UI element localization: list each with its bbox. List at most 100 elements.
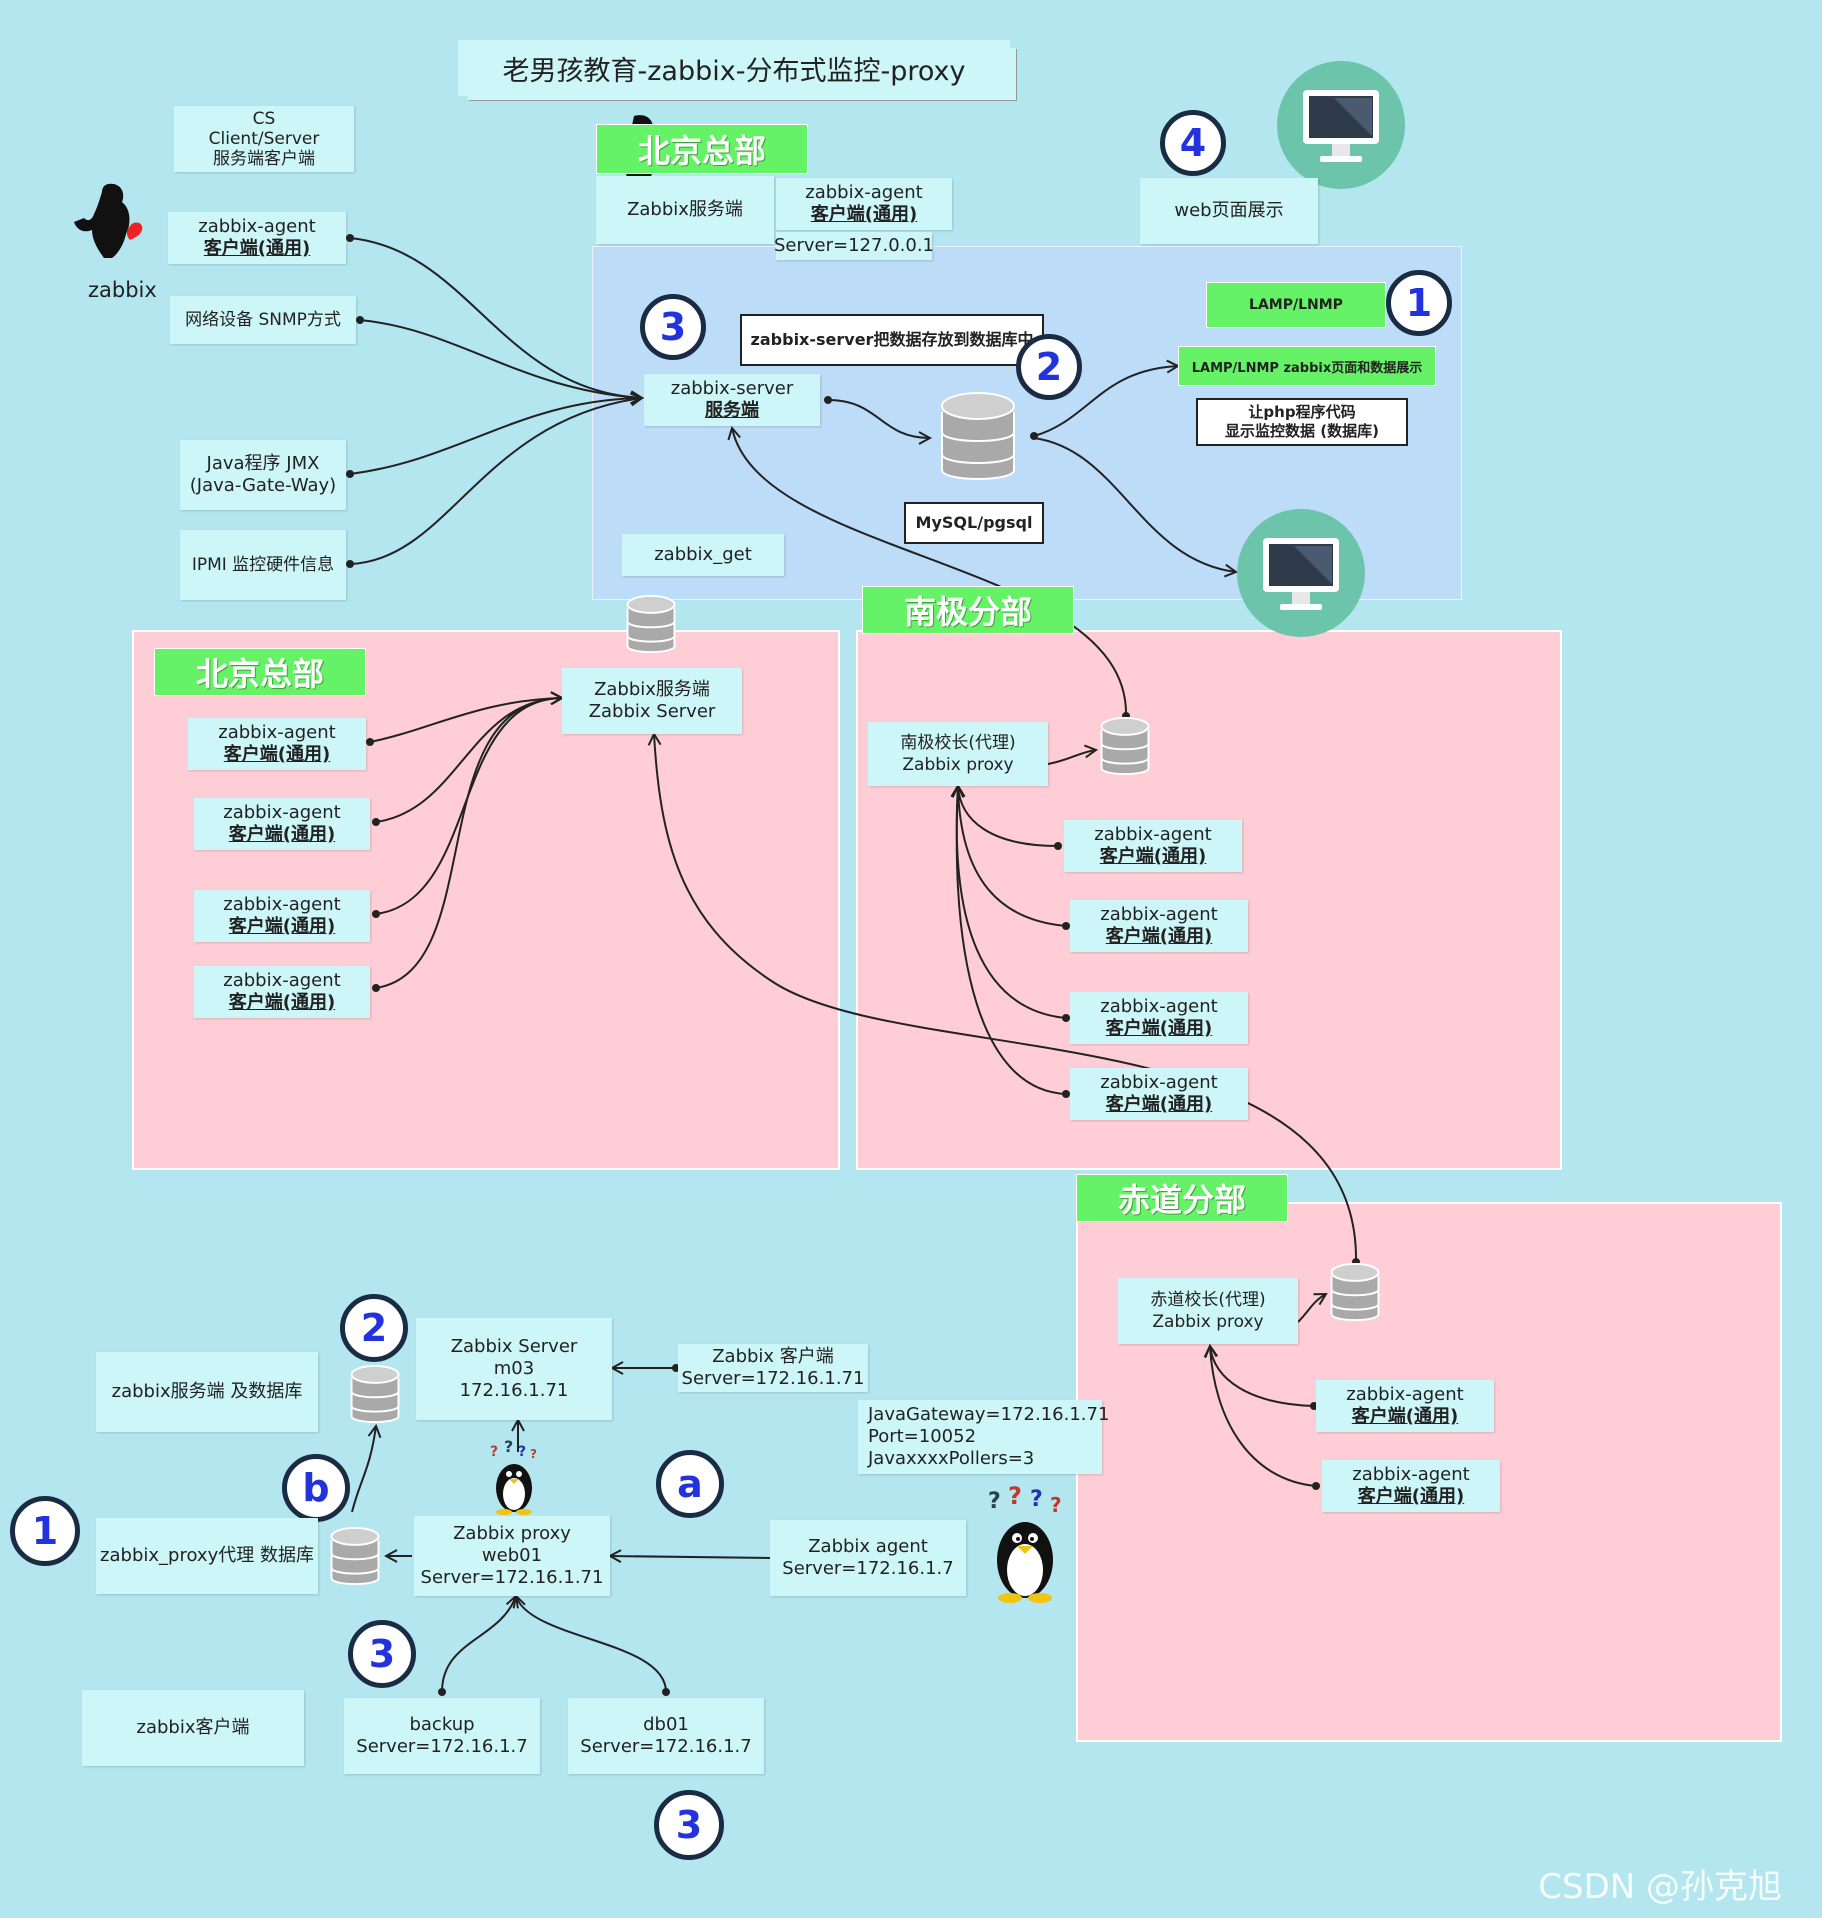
mysql-label: MySQL/pgsql	[915, 513, 1033, 532]
proxy-db-text: zabbix_proxy代理 数据库	[100, 1545, 314, 1566]
chidao-agent-2-line-2: 客户端(通用)	[1357, 1486, 1465, 1507]
nanji-agent-4-line-2: 客户端(通用)	[1105, 1094, 1213, 1115]
java-line-2: Port=10052	[868, 1426, 977, 1447]
svg-text:?: ?	[518, 1444, 526, 1460]
nanji-agent-4-line-1: zabbix-agent	[1100, 1072, 1218, 1093]
chidao-tag: 赤道分部	[1076, 1174, 1288, 1222]
backup-box: backup Server=172.16.1.7	[344, 1698, 540, 1774]
java-gateway-box: JavaGateway=172.16.1.71 Port=10052 Javax…	[858, 1400, 1109, 1474]
bottom-server-db-label: zabbix服务端 及数据库	[96, 1352, 318, 1432]
cs-line-2: Client/Server	[208, 129, 320, 149]
badge-4: 4	[1160, 110, 1226, 176]
nanji-agent-1-line-1: zabbix-agent	[1094, 824, 1212, 845]
svg-text:?: ?	[1008, 1486, 1022, 1510]
bottom-server-box: Zabbix Server m03 172.16.1.71	[416, 1318, 612, 1420]
zabbix-mascot-icon	[74, 183, 143, 258]
zabbix-label: zabbix	[88, 278, 157, 302]
zabbix-server-line-1: zabbix-server	[670, 378, 794, 399]
nanji-agent-1-line-2: 客户端(通用)	[1099, 846, 1207, 867]
client-label-text: zabbix客户端	[136, 1717, 250, 1738]
beijing-db-icon	[626, 594, 676, 654]
bottom-agent-line-2: Server=172.16.1.7	[782, 1558, 954, 1579]
chidao-agent-2: zabbix-agent 客户端(通用)	[1322, 1460, 1500, 1512]
beijing-agent-2-line-2: 客户端(通用)	[228, 824, 336, 845]
bottom-server-db-icon	[350, 1364, 400, 1424]
badge-1-top: 1	[1386, 270, 1452, 336]
bottom-proxy-box: Zabbix proxy web01 Server=172.16.1.71	[414, 1516, 610, 1596]
beijing-agent-3: zabbix-agent 客户端(通用)	[194, 890, 370, 942]
nanji-proxy-line-1: 南极校长(代理)	[900, 733, 1016, 753]
chidao-proxy-line-2: Zabbix proxy	[1152, 1312, 1264, 1332]
badge-1-bottom: 1	[10, 1496, 80, 1566]
badge-1-bottom-label: 1	[31, 1509, 59, 1553]
nanji-agent-2-line-1: zabbix-agent	[1100, 904, 1218, 925]
svg-text:?: ?	[530, 1447, 537, 1461]
jmx-line-2: (Java-Gate-Way)	[189, 475, 337, 496]
svg-text:?: ?	[988, 1489, 1001, 1514]
client-label-box: zabbix客户端	[82, 1690, 304, 1766]
zabbix-get-box: zabbix_get	[622, 534, 784, 576]
badge-3-bottom: 3	[348, 1620, 416, 1688]
bottom-server-line-1: Zabbix Server	[450, 1336, 578, 1357]
beijing-tag: 北京总部	[154, 648, 366, 696]
backup-line-2: Server=172.16.1.7	[356, 1736, 528, 1757]
beijing-agent-4-line-2: 客户端(通用)	[228, 992, 336, 1013]
bottom-proxy-line-1: Zabbix proxy	[453, 1523, 571, 1544]
backup-line-1: backup	[409, 1714, 475, 1735]
badge-3-bottom-label: 3	[368, 1632, 396, 1676]
beijing-agent-2: zabbix-agent 客户端(通用)	[194, 798, 370, 850]
php-note: 让php程序代码 显示监控数据 (数据库)	[1196, 398, 1408, 446]
cs-line-1: CS	[252, 109, 276, 129]
top-agent2-line-2: 客户端(通用)	[810, 204, 918, 225]
badge-3-top-label: 3	[659, 305, 687, 349]
top-agent2-box: zabbix-agent 客户端(通用)	[776, 178, 952, 230]
beijing-agent-3-line-2: 客户端(通用)	[228, 916, 336, 937]
chidao-db-icon	[1330, 1262, 1380, 1322]
svg-text:?: ?	[490, 1444, 498, 1460]
badge-a: a	[656, 1450, 724, 1518]
bottom-client-line-2: Server=172.16.1.71	[681, 1368, 865, 1389]
server-ip-box: Server=127.0.0.1	[774, 232, 934, 260]
jmx-line-1: Java程序 JMX	[206, 453, 320, 474]
lamp2-tag: LAMP/LNMP zabbix页面和数据展示	[1178, 346, 1436, 386]
nanji-proxy-line-2: Zabbix proxy	[902, 755, 1014, 775]
php-line-1: 让php程序代码	[1248, 403, 1356, 421]
penguin-small-icon: ? ? ? ?	[490, 1440, 537, 1515]
store-note: zabbix-server把数据存放到数据库中	[740, 314, 1044, 366]
svg-text:?: ?	[1050, 1493, 1062, 1517]
watermark: CSDN @孙克旭	[1538, 1867, 1782, 1907]
nanji-agent-2-line-2: 客户端(通用)	[1105, 926, 1213, 947]
badge-b-label: b	[302, 1466, 330, 1510]
beijing-server-box: Zabbix服务端 Zabbix Server	[562, 668, 742, 734]
beijing-agent-2-line-1: zabbix-agent	[223, 802, 341, 823]
bottom-client-line-1: Zabbix 客户端	[712, 1346, 834, 1367]
ipmi-label: IPMI 监控硬件信息	[191, 555, 335, 575]
badge-a-label: a	[677, 1462, 703, 1506]
beijing-agent-1-line-2: 客户端(通用)	[223, 744, 331, 765]
bottom-agent-line-1: Zabbix agent	[808, 1536, 928, 1557]
zabbix-server-box: zabbix-server 服务端	[644, 374, 820, 426]
chidao-agent-1-line-2: 客户端(通用)	[1351, 1406, 1459, 1427]
badge-4-label: 4	[1179, 121, 1207, 165]
top-agent-box: zabbix-agent 客户端(通用)	[168, 212, 346, 264]
bottom-server-line-3: 172.16.1.71	[459, 1380, 569, 1401]
top-agent-line-1: zabbix-agent	[198, 216, 316, 237]
beijing-agent-3-line-1: zabbix-agent	[223, 894, 341, 915]
beijing-server-line-2: Zabbix Server	[588, 701, 716, 722]
proxy-db-label: zabbix_proxy代理 数据库	[96, 1518, 318, 1594]
jmx-box: Java程序 JMX (Java-Gate-Way)	[180, 440, 346, 510]
nanji-db-icon	[1100, 716, 1150, 776]
badge-3-bottom-2: 3	[654, 1790, 724, 1860]
monitor-icon	[1277, 61, 1405, 189]
beijing-server-line-1: Zabbix服务端	[594, 679, 710, 700]
top-server-label: Zabbix服务端	[627, 199, 743, 220]
store-note-label: zabbix-server把数据存放到数据库中	[750, 330, 1034, 349]
web-label: web页面展示	[1174, 200, 1284, 221]
ipmi-box: IPMI 监控硬件信息	[180, 530, 346, 600]
chidao-proxy-box: 赤道校长(代理) Zabbix proxy	[1118, 1278, 1298, 1344]
badge-3-top: 3	[640, 294, 706, 360]
bottom-proxy-line-3: Server=172.16.1.71	[420, 1567, 604, 1588]
zabbix-get-label: zabbix_get	[654, 544, 752, 565]
bottom-server-line-2: m03	[493, 1358, 535, 1379]
